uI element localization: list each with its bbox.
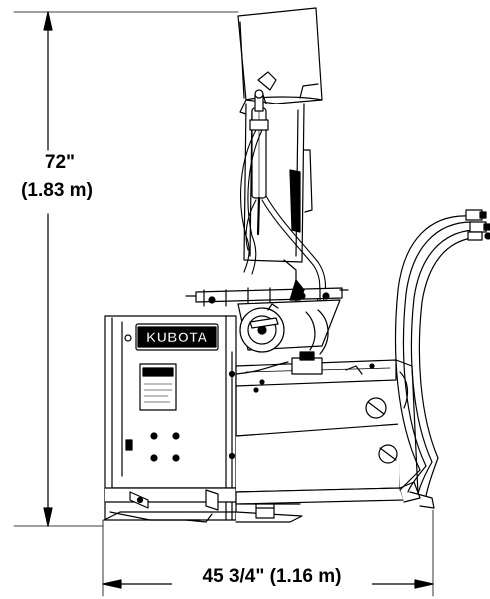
height-metric-label: (1.83 m) xyxy=(21,180,93,201)
height-imperial-label: 72" xyxy=(44,152,76,173)
gearbox-frame xyxy=(235,351,419,495)
chute-hoses xyxy=(239,129,326,319)
width-dimension-line xyxy=(102,509,434,597)
mount-bracket xyxy=(235,481,435,509)
discharge-chute xyxy=(237,7,323,117)
chute-rotation-ring xyxy=(185,279,349,307)
width-label: 45 3/4" (1.16 m) xyxy=(172,566,372,588)
spout-base xyxy=(237,299,341,355)
hydraulic-hose-loop xyxy=(394,209,490,497)
kubota-logo: KUBOTA xyxy=(146,329,208,346)
height-dimension-line xyxy=(13,11,239,527)
skid-shoe xyxy=(103,487,303,523)
